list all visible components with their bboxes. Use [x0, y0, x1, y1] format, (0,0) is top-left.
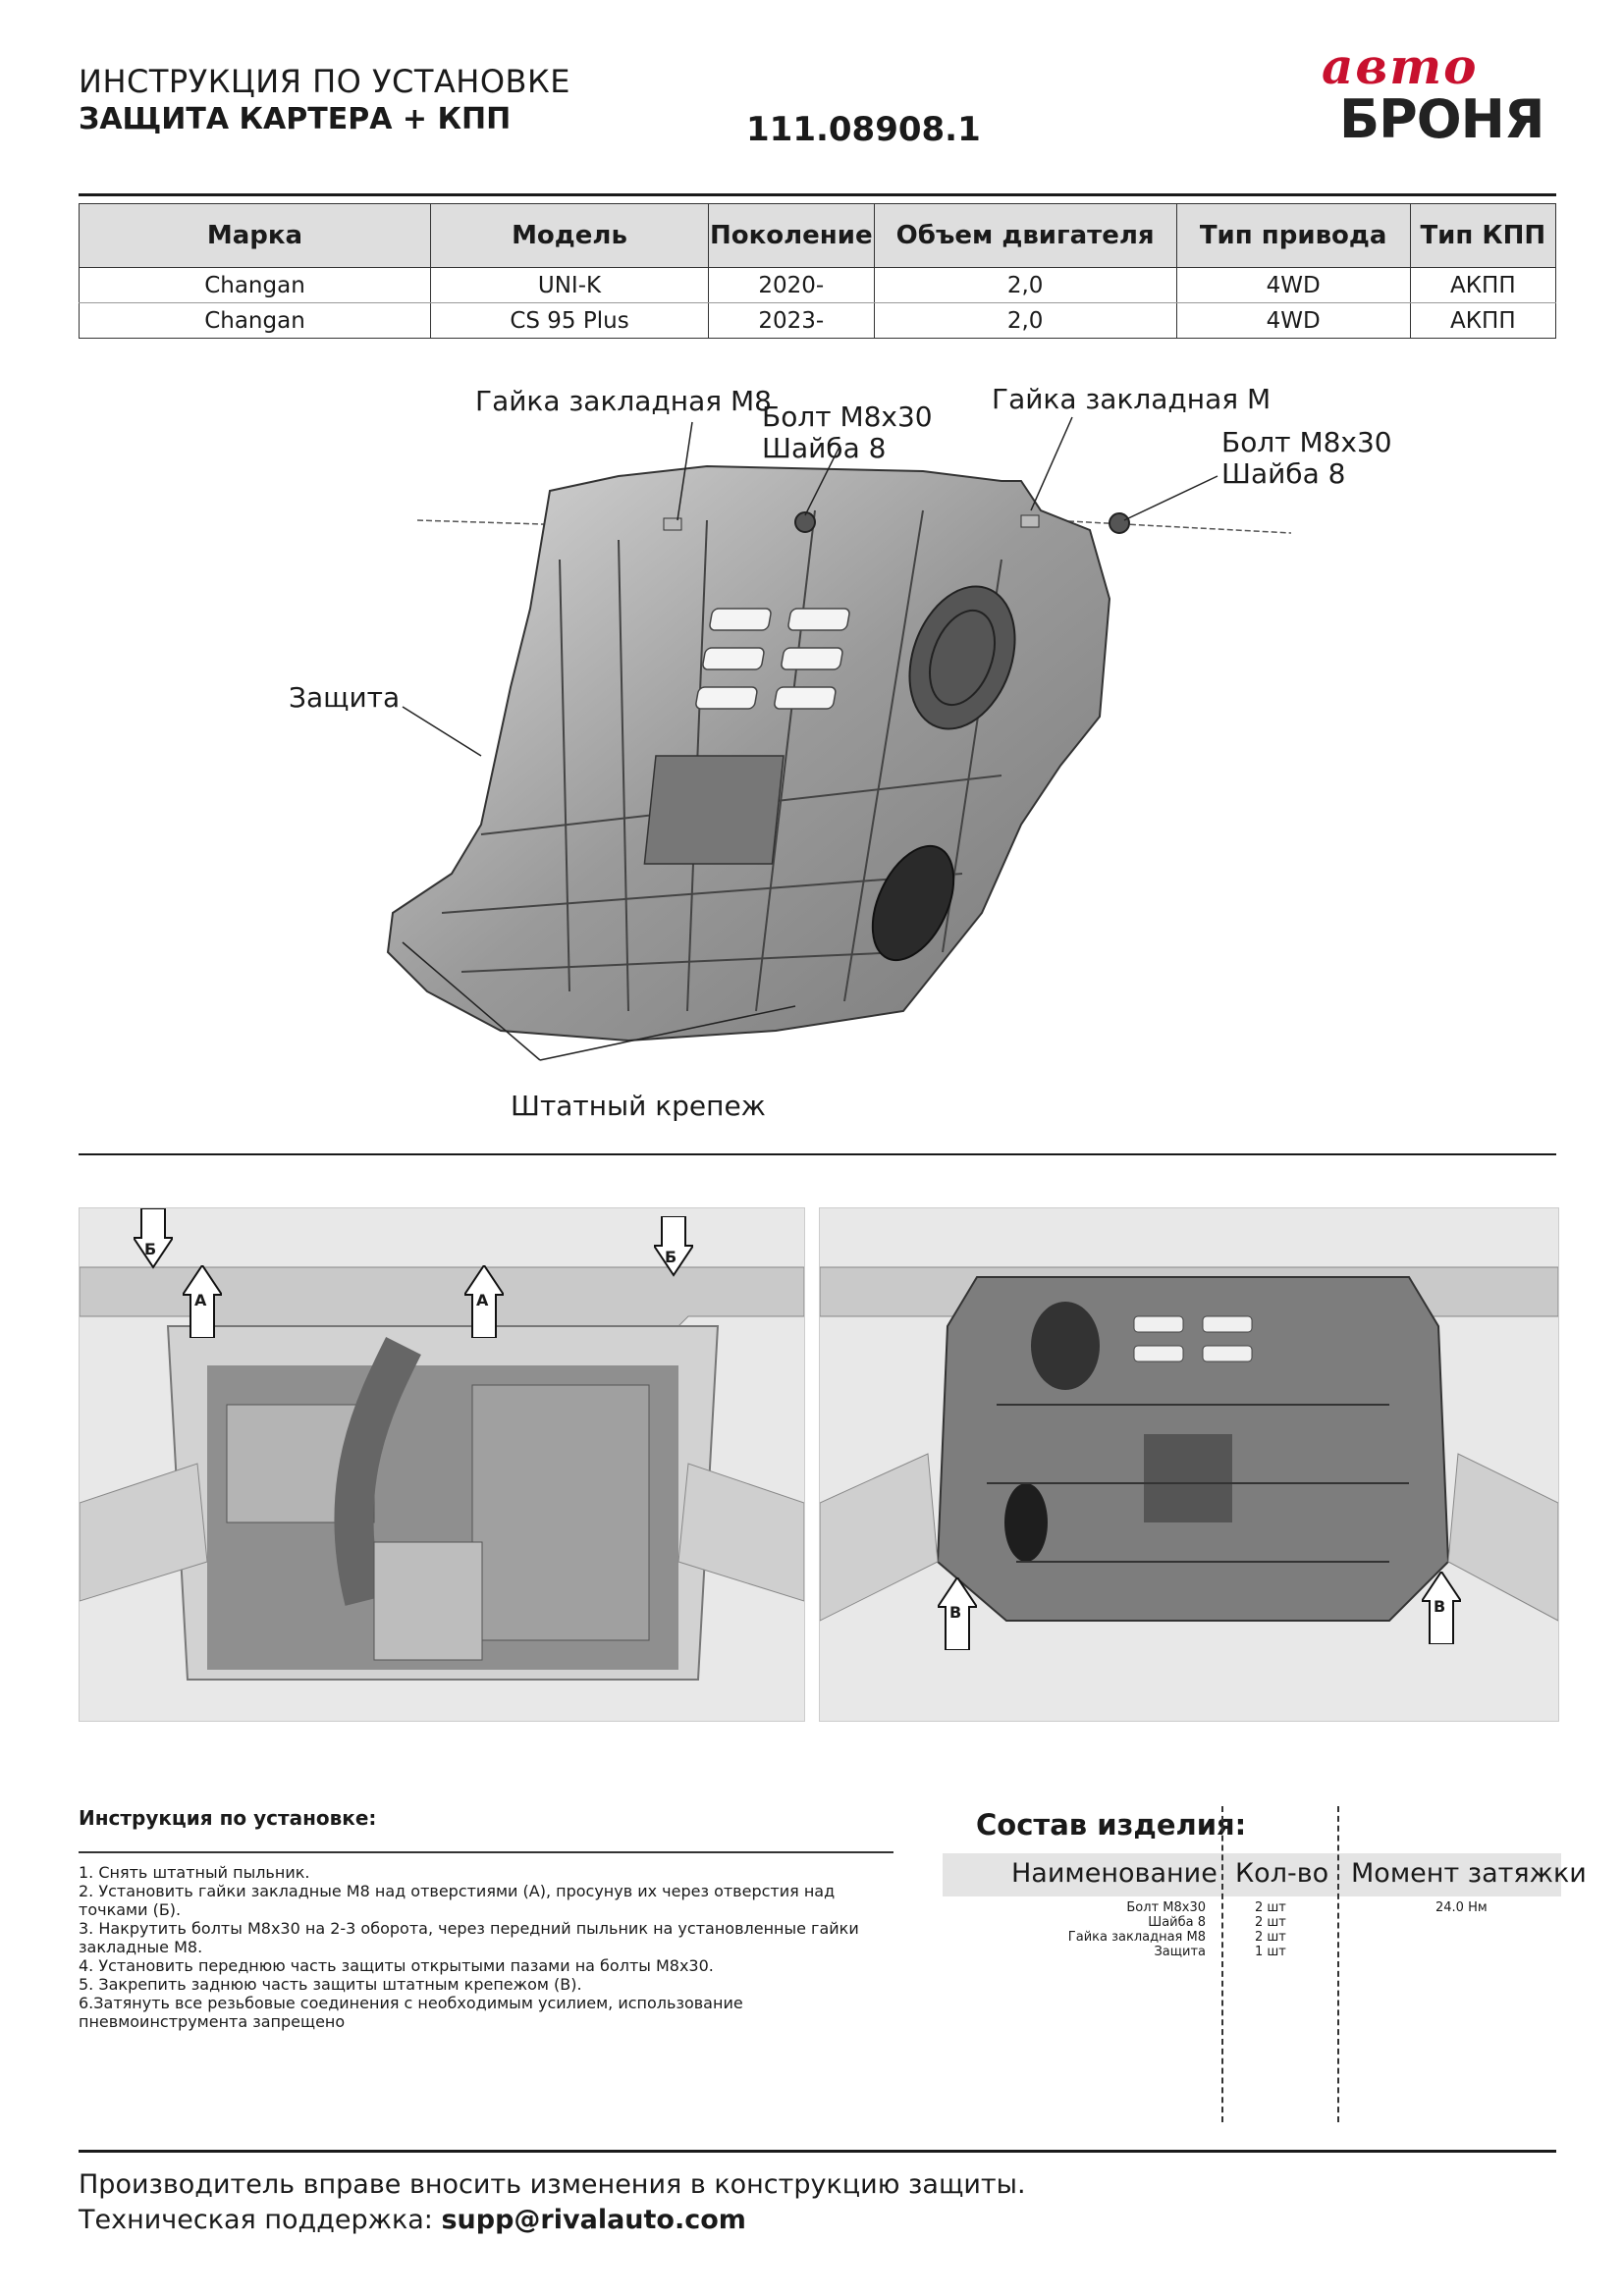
marker-v-2: В [1434, 1597, 1446, 1616]
photo-without-guard: Б А А Б [79, 1207, 805, 1722]
support-label: Техническая поддержка: [79, 2205, 442, 2235]
col-header-engine: Объем двигателя [873, 203, 1177, 268]
header-divider [79, 193, 1556, 196]
document-subtitle: ЗАЩИТА КАРТЕРА + КПП [79, 102, 512, 136]
list-item: 6.Затянуть все резьбовые соединения с не… [79, 1994, 743, 2031]
marker-v-1: В [949, 1603, 962, 1622]
vehicle-spec-table: Марка Модель Поколение Объем двигателя Т… [79, 203, 1557, 339]
logo-main: БРОНЯ [1339, 88, 1544, 150]
item-name: Шайба 8 [1148, 1915, 1206, 1930]
col-header-qty: Кол-во [1235, 1858, 1329, 1889]
table-row: Changan UNI-K 2020- 2,0 4WD АКПП [79, 267, 1557, 303]
brand-logo: авто БРОНЯ [1316, 37, 1551, 155]
cell-drive: 4WD [1175, 267, 1411, 303]
marker-a-1: А [194, 1291, 207, 1309]
photo-with-guard: В В [819, 1207, 1559, 1722]
cell-model: CS 95 Plus [430, 302, 709, 339]
col-header-generation: Поколение [708, 203, 875, 268]
composition-header-bar [943, 1853, 1561, 1896]
cell-gearbox: АКПП [1409, 302, 1557, 339]
instructions-divider [79, 1851, 893, 1853]
article-number: 111.08908.1 [746, 110, 981, 149]
col-header-brand: Марка [79, 203, 431, 268]
item-name: Гайка закладная М8 [1067, 1930, 1206, 1945]
cell-brand: Changan [79, 267, 431, 303]
cell-generation: 2023- [708, 302, 875, 339]
col-header-drive: Тип привода [1175, 203, 1411, 268]
marker-a-2: А [476, 1291, 489, 1309]
cell-engine: 2,0 [873, 302, 1177, 339]
cell-brand: Changan [79, 302, 431, 339]
item-name: Болт М8х30 [1126, 1900, 1206, 1915]
label-nut-right: Гайка закладная М [992, 383, 1272, 415]
label-washer-left: Шайба 8 [762, 432, 887, 464]
label-bolt-left: Болт М8х30 [762, 400, 933, 433]
column-divider [1337, 1806, 1339, 2122]
cell-generation: 2020- [708, 267, 875, 303]
list-item: 5. Закрепить заднюю часть защиты штатным… [79, 1975, 582, 1994]
cell-model: UNI-K [430, 267, 709, 303]
column-divider [1221, 1806, 1223, 2122]
item-qty: 2 шт [1255, 1930, 1286, 1945]
cell-gearbox: АКПП [1409, 267, 1557, 303]
marker-b-2: Б [665, 1248, 677, 1266]
cell-drive: 4WD [1175, 302, 1411, 339]
table-row: Changan CS 95 Plus 2023- 2,0 4WD АКПП [79, 302, 1557, 339]
section-divider [79, 1153, 1556, 1155]
marker-b-1: Б [144, 1240, 157, 1258]
support-email-link[interactable]: supp@rivalauto.com [441, 2205, 746, 2235]
table-header-row: Марка Модель Поколение Объем двигателя Т… [79, 203, 1557, 268]
label-nut-left: Гайка закладная М8 [475, 385, 772, 417]
logo-script: авто [1322, 37, 1479, 95]
label-washer-right: Шайба 8 [1221, 457, 1346, 490]
cell-engine: 2,0 [873, 267, 1177, 303]
col-header-torque: Момент затяжки [1351, 1858, 1587, 1889]
item-name: Защита [1154, 1945, 1206, 1959]
item-qty: 2 шт [1255, 1900, 1286, 1915]
instructions-heading: Инструкция по установке: [79, 1806, 377, 1830]
label-standard-fasteners: Штатный крепеж [511, 1090, 766, 1122]
composition-names: Болт М8х30 Шайба 8 Гайка закладная М8 За… [943, 1900, 1206, 1959]
composition-torques: 24.0 Нм [1435, 1900, 1514, 1915]
guard-diagram [386, 416, 1292, 1061]
list-item: 1. Снять штатный пыльник. [79, 1863, 310, 1882]
label-bolt-right: Болт М8х30 [1221, 426, 1392, 458]
label-guard: Защита [289, 681, 401, 714]
list-item: 3. Накрутить болты М8х30 на 2-3 оборота,… [79, 1919, 859, 1956]
composition-quantities: 2 шт 2 шт 2 шт 1 шт [1255, 1900, 1314, 1959]
col-header-gearbox: Тип КПП [1409, 203, 1557, 268]
document-title: ИНСТРУКЦИЯ ПО УСТАНОВКЕ [79, 63, 570, 100]
composition-heading: Состав изделия: [976, 1808, 1247, 1842]
instructions-list: 1. Снять штатный пыльник. 2. Установить … [79, 1863, 903, 2031]
col-header-model: Модель [430, 203, 709, 268]
item-torque: 24.0 Нм [1435, 1900, 1488, 1915]
footer-divider [79, 2150, 1556, 2153]
item-qty: 2 шт [1255, 1915, 1286, 1930]
col-header-name: Наименование [1011, 1858, 1218, 1889]
footer-disclaimer: Производитель вправе вносить изменения в… [79, 2169, 1026, 2200]
item-qty: 1 шт [1255, 1945, 1286, 1959]
list-item: 2. Установить гайки закладные М8 над отв… [79, 1882, 836, 1919]
list-item: 4. Установить переднюю часть защиты откр… [79, 1956, 714, 1975]
footer-support: Техническая поддержка: supp@rivalauto.co… [79, 2205, 746, 2235]
